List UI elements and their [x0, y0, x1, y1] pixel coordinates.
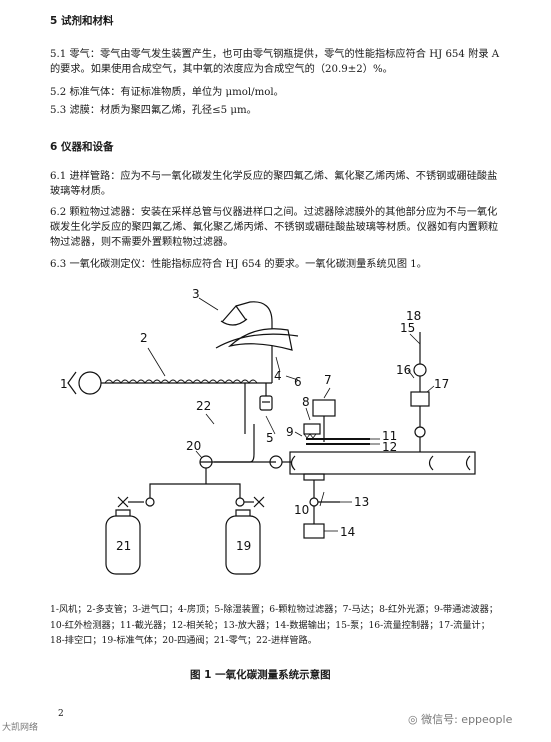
paragraph-6-1: 6.1 进样管路：应为不与一氧化碳发生化学反应的聚四氟乙烯、氟化聚乙烯丙烯、不锈…: [50, 171, 498, 197]
label-9: 9: [286, 425, 294, 439]
watermark-right-text: 微信号: eppeople: [421, 713, 513, 726]
label-11: 11: [382, 429, 397, 443]
label-12: 12: [382, 440, 397, 454]
paragraph-5-2: 5.2 标准气体：有证标准物质，单位为 μmol/mol。: [50, 87, 284, 98]
paragraph-6-3: 6.3 一氧化碳测定仪：性能指标应符合 HJ 654 的要求。一氧化碳测量系统见…: [50, 259, 427, 270]
label-3: 3: [192, 287, 200, 301]
label-4: 4: [274, 369, 282, 383]
watermark-left: 大凯网络: [2, 723, 39, 733]
page-number: 2: [58, 709, 64, 719]
label-20: 20: [186, 439, 201, 453]
label-8: 8: [302, 395, 310, 409]
label-5: 5: [266, 431, 274, 445]
label-16: 16: [396, 363, 411, 377]
label-15: 15: [400, 321, 415, 335]
label-10: 10: [294, 503, 309, 517]
label-1: 1: [60, 377, 68, 391]
fan-icon: [78, 371, 102, 395]
label-14: 14: [340, 525, 355, 539]
label-13: 13: [354, 495, 369, 509]
paragraph-6-2: 6.2 颗粒物过滤器：安装在采样总管与仪器进样口之间。过滤器除滤膜外的其他部分应…: [50, 207, 499, 248]
figure-legend: 1-风机；2-多支管；3-进气口；4-房顶；5-除湿装置；6-颗粒物过滤器；7-…: [50, 604, 499, 647]
wechat-icon: ◎: [408, 713, 418, 726]
watermark-right: ◎ 微信号: eppeople: [408, 712, 512, 728]
section-6-title: 6 仪器和设备: [50, 141, 114, 153]
label-6: 6: [294, 375, 302, 389]
label-7: 7: [324, 373, 332, 387]
label-2: 2: [140, 331, 148, 345]
label-22: 22: [196, 399, 211, 413]
paragraph-5-1: 5.1 零气：零气由零气发生装置产生，也可由零气钢瓶提供，零气的性能指标应符合 …: [50, 49, 500, 75]
label-18: 18: [406, 309, 421, 323]
co-measurement-system-diagram: 1 2 3 4 5 6 7 8 9 10 11 12 13 14 15 16 1…: [60, 287, 476, 575]
paragraph-5-3: 5.3 滤膜：材质为聚四氟乙烯，孔径≤5 μm。: [50, 105, 257, 116]
label-17: 17: [434, 377, 449, 391]
figure-caption: 图 1 一氧化碳测量系统示意图: [190, 669, 331, 681]
label-19: 19: [236, 539, 251, 553]
section-5-title: 5 试剂和材料: [50, 15, 114, 27]
label-21: 21: [116, 539, 131, 553]
